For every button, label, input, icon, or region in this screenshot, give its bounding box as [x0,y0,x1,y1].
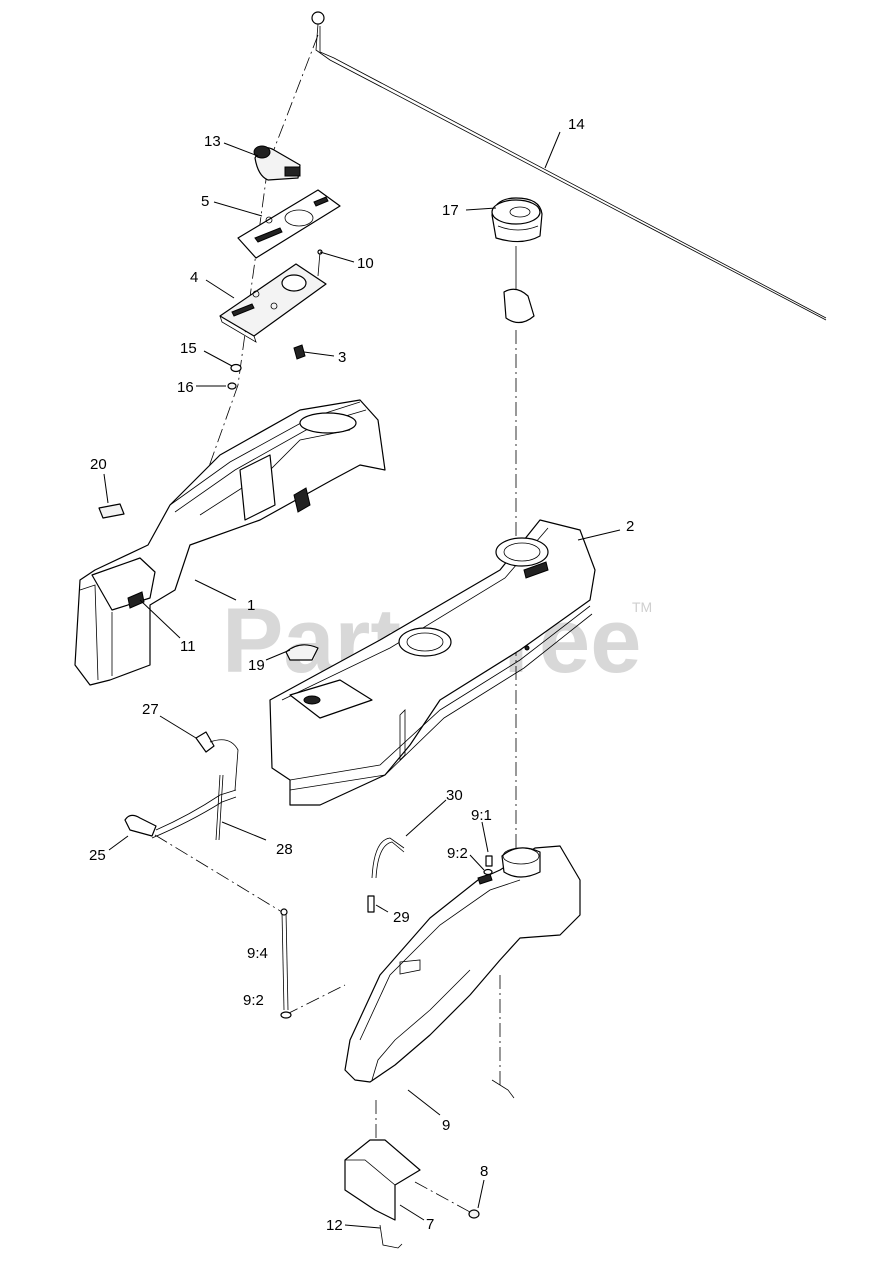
part-25-hose[interactable] [124,789,237,839]
tank-clip [491,1079,515,1099]
callout-9-1: 9:1 [471,807,492,824]
part-19-pad[interactable] [285,644,319,661]
part-30-hose[interactable] [371,837,405,879]
part-27-hose[interactable] [195,731,239,791]
part-9-1-fitting[interactable] [485,855,493,867]
callout-9-2-upper: 9:2 [447,845,468,862]
watermark-tm: TM [632,599,652,615]
callout-3: 3 [338,349,346,366]
part-17-fuel-cap[interactable] [491,197,543,324]
callout-4: 4 [190,269,198,286]
part-7-bracket[interactable] [344,1139,421,1221]
part-9-2-fitting-upper[interactable] [483,868,493,876]
callout-28: 28 [276,841,293,858]
part-4-panel[interactable] [219,263,327,343]
callout-29: 29 [393,909,410,926]
callout-25: 25 [89,847,106,864]
callout-7: 7 [426,1216,434,1233]
callout-9-2-lower: 9:2 [243,992,264,1009]
callout-19: 19 [248,657,265,674]
callout-11: 11 [180,638,196,655]
part-14-rod[interactable] [311,11,827,321]
callout-1: 1 [247,597,255,614]
part-9-4-tube[interactable] [280,908,289,1011]
callout-10: 10 [357,255,374,272]
part-20-pad[interactable] [98,503,125,519]
part-11-latch[interactable] [127,591,145,609]
part-8-nut[interactable] [468,1209,480,1219]
callout-2: 2 [626,518,634,535]
callout-17: 17 [442,202,459,219]
callout-9: 9 [442,1117,450,1134]
callout-labels: 1 2 3 4 5 7 8 9 9:1 9:2 9:2 9:4 10 11 12… [89,116,634,1234]
callout-30: 30 [446,787,463,804]
callout-27: 27 [142,701,159,718]
part-9-2-fitting-lower[interactable] [280,1011,292,1019]
part-29-fitting[interactable] [367,895,375,913]
part-15-washer[interactable] [230,363,242,373]
part-10-screw[interactable] [317,249,323,277]
callout-14: 14 [568,116,585,133]
part-28-strap[interactable] [215,774,224,841]
callout-8: 8 [480,1163,488,1180]
part-3-clip[interactable] [293,344,306,360]
part-16-nut[interactable] [227,382,237,390]
callout-20: 20 [90,456,107,473]
part-13-knob[interactable] [253,145,301,181]
callout-9-4: 9:4 [247,945,268,962]
callout-15: 15 [180,340,197,357]
part-5-plate[interactable] [237,189,341,259]
callout-16: 16 [177,379,194,396]
part-12-clip[interactable] [379,1224,403,1249]
part-2-console-right[interactable] [269,519,596,806]
callout-13: 13 [204,133,221,150]
callout-5: 5 [201,193,209,210]
part-9-fuel-tank[interactable] [344,845,581,1083]
callout-12: 12 [326,1217,343,1234]
leader-lines [103,131,621,1229]
